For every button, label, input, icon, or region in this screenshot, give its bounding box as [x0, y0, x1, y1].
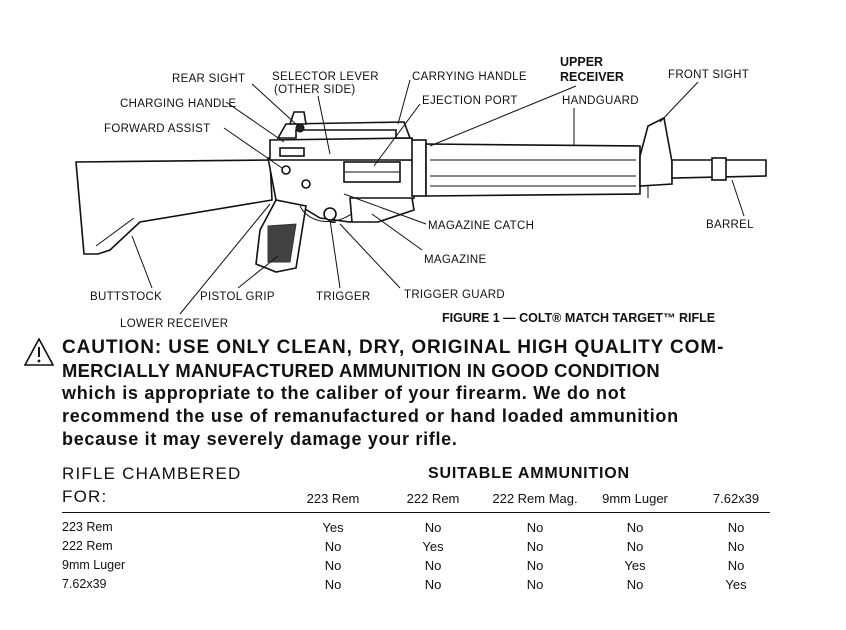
table-cell: No — [526, 539, 544, 554]
table-cell: Yes — [322, 520, 344, 535]
label-lower-receiver: LOWER RECEIVER — [120, 318, 228, 330]
magazine-shape — [349, 197, 415, 223]
table-cell: No — [727, 558, 745, 573]
row-label: 9mm Luger — [62, 558, 126, 572]
table-cell: Yes — [422, 539, 444, 554]
label-magazine-catch: MAGAZINE CATCH — [428, 220, 534, 232]
carrying-handle-shape — [276, 121, 412, 139]
label-selector-lever-note: (OTHER SIDE) — [274, 84, 356, 96]
table-cell: No — [727, 520, 745, 535]
rifle-drawing — [75, 111, 767, 273]
table-cell: No — [324, 539, 342, 554]
caution-line-5: because it may severely damage your rifl… — [62, 429, 458, 449]
column-header: 223 Rem — [306, 491, 360, 506]
caution-line-4: recommend the use of remanufactured or h… — [62, 406, 679, 426]
label-trigger-guard: TRIGGER GUARD — [404, 289, 505, 301]
front-sight-shape — [639, 116, 673, 187]
figure-caption: FIGURE 1 — COLT® MATCH TARGET™ RIFLE — [442, 311, 715, 325]
column-header: 9mm Luger — [602, 491, 668, 506]
column-header: 7.62x39 — [712, 491, 760, 506]
label-magazine: MAGAZINE — [424, 254, 486, 266]
table-cell: No — [727, 539, 745, 554]
column-header: 222 Rem Mag. — [492, 491, 578, 506]
for-header: FOR: — [62, 487, 108, 506]
handguard-shape — [425, 143, 641, 197]
caution-line-2: MERCIALLY MANUFACTURED AMMUNITION IN GOO… — [62, 360, 660, 381]
table-cell: No — [626, 539, 644, 554]
rifle-chambered-header: RIFLE CHAMBERED — [62, 464, 242, 483]
label-buttstock: BUTTSTOCK — [90, 291, 162, 303]
table-row: 9mm Luger No No No Yes No — [62, 558, 774, 576]
buttstock-shape — [75, 159, 273, 255]
table-cell: No — [626, 520, 644, 535]
table-cell: Yes — [725, 577, 747, 592]
row-label: 222 Rem — [62, 539, 113, 553]
table-row: 223 Rem Yes No No No No — [62, 520, 774, 538]
table-cell: Yes — [624, 558, 646, 573]
table-cell: No — [526, 558, 544, 573]
table-row: 222 Rem No Yes No No No — [62, 539, 774, 557]
caution-line-1: CAUTION: USE ONLY CLEAN, DRY, ORIGINAL H… — [62, 337, 725, 358]
label-charging-handle: CHARGING HANDLE — [120, 98, 236, 110]
label-selector-lever: SELECTOR LEVER — [272, 71, 379, 83]
label-forward-assist: FORWARD ASSIST — [104, 123, 210, 135]
label-carrying-handle: CARRYING HANDLE — [412, 71, 527, 83]
table-cell: No — [526, 520, 544, 535]
label-front-sight: FRONT SIGHT — [668, 69, 749, 81]
table-cell: No — [424, 577, 442, 592]
warning-triangle-icon — [24, 338, 54, 366]
table-cell: No — [324, 558, 342, 573]
row-label: 7.62x39 — [62, 577, 107, 591]
leader-lines — [131, 79, 745, 315]
table-cell: No — [424, 520, 442, 535]
ammo-column-headers: 223 Rem 222 Rem 222 Rem Mag. 9mm Luger 7… — [62, 491, 774, 511]
label-trigger: TRIGGER — [316, 291, 371, 303]
pistol-grip-texture — [267, 223, 297, 263]
table-cell: No — [626, 577, 644, 592]
rifle-diagram: REAR SIGHT SELECTOR LEVER (OTHER SIDE) C… — [75, 55, 767, 330]
caution-text: CAUTION: USE ONLY CLEAN, DRY, ORIGINAL H… — [62, 336, 822, 451]
handguard-vents — [430, 159, 636, 187]
table-rule — [62, 512, 770, 513]
caution-line-3: which is appropriate to the caliber of y… — [62, 383, 627, 403]
label-barrel: BARREL — [706, 219, 754, 231]
column-header: 222 Rem — [406, 491, 460, 506]
table-row: 7.62x39 No No No No Yes — [62, 577, 774, 595]
row-label: 223 Rem — [62, 520, 113, 534]
label-handguard: HANDGUARD — [562, 95, 639, 107]
table-cell: No — [424, 558, 442, 573]
rear-sight-shape — [288, 111, 307, 125]
label-upper-receiver-line1: UPPER — [560, 55, 603, 69]
label-pistol-grip: PISTOL GRIP — [200, 291, 275, 303]
label-upper-receiver-line2: RECEIVER — [560, 70, 624, 84]
suitable-ammunition-header: SUITABLE AMMUNITION — [428, 465, 630, 482]
label-ejection-port: EJECTION PORT — [422, 95, 518, 107]
table-cell: No — [526, 577, 544, 592]
table-cell: No — [324, 577, 342, 592]
label-rear-sight: REAR SIGHT — [172, 73, 245, 85]
